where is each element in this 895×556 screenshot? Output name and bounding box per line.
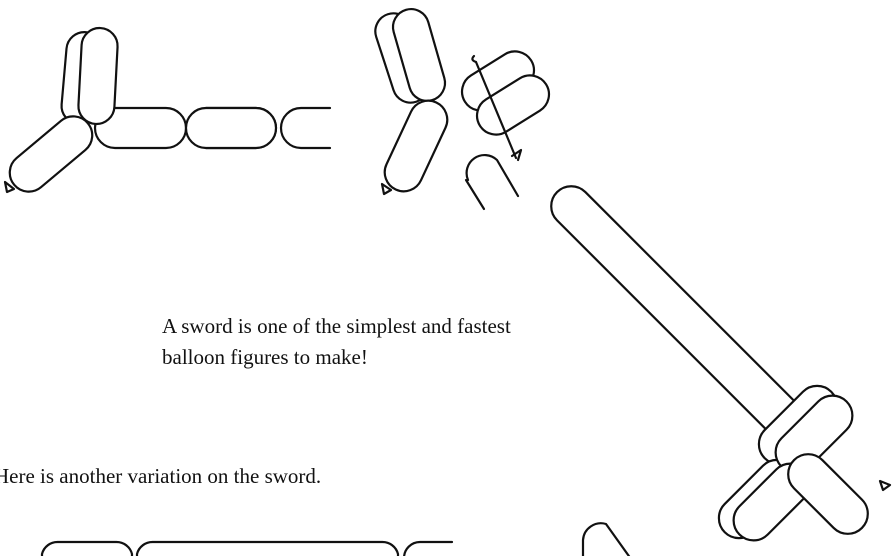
balloon-segment xyxy=(383,99,449,193)
balloon-segment xyxy=(787,453,869,535)
caption-variation: Here is another variation on the sword. xyxy=(0,464,322,488)
balloon-tail xyxy=(465,153,520,198)
balloon-tail xyxy=(279,106,332,150)
balloon-segment xyxy=(475,74,551,136)
balloon-segment xyxy=(184,106,278,150)
twist-arrow-icon xyxy=(474,60,518,160)
balloon-segment xyxy=(77,26,119,126)
variation-sword-illustration xyxy=(40,522,631,556)
sword-blade xyxy=(550,185,806,441)
caption-line-2: balloon figures to make! xyxy=(162,345,368,369)
balloon-tail xyxy=(581,522,631,556)
balloon-segment xyxy=(40,540,134,556)
nozzle-icon xyxy=(380,182,393,196)
step-1-illustration xyxy=(3,26,332,194)
nozzle-icon xyxy=(878,479,892,492)
step-2-illustration xyxy=(374,8,551,211)
completed-sword-illustration xyxy=(550,185,892,542)
balloon-segment xyxy=(8,115,94,193)
caption-intro: A sword is one of the simplest and faste… xyxy=(162,311,511,373)
caption-line-1: A sword is one of the simplest and faste… xyxy=(162,314,511,338)
balloon-segment xyxy=(135,540,400,556)
balloon-tail xyxy=(403,540,454,556)
nozzle-icon xyxy=(3,180,16,194)
